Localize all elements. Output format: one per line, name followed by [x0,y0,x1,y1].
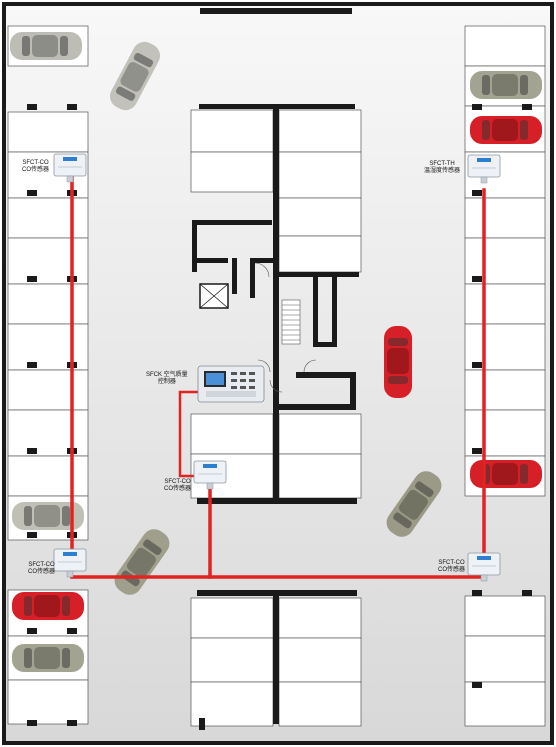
car-l1 [10,32,82,60]
label-co-center: SFCT-CO CO传感器 [164,479,191,493]
car-r3 [470,460,542,488]
label-co-left-top: SFCT-CO CO传感器 [22,160,49,174]
car-r2 [470,116,542,144]
device-model: SFCT-CO [28,562,55,568]
device-model: SFCT-CO [22,160,49,166]
device-type: CO传感器 [28,569,56,575]
device-type: 控制器 [157,379,176,385]
stairwell [281,299,301,345]
right-wheel-stops [472,104,532,688]
device-model: SFCT-CO [438,560,465,566]
device-type: CO传感器 [438,567,466,573]
label-controller: SFCK 空气质量 控制器 [146,372,188,386]
sensor-cables [70,176,486,579]
air-quality-controller [197,365,265,403]
device-model: SFCT-TH [429,161,455,167]
car-c1 [384,326,412,398]
device-model: SFCK 空气质量 [146,372,188,378]
device-type: CO传感器 [22,167,50,173]
central-core [190,104,362,730]
top-entrance-wall [200,8,352,14]
label-co-left-bottom: SFCT-CO CO传感器 [28,562,55,576]
label-th-right-top: SFCT-TH 温湿度传感器 [424,161,460,175]
device-model: SFCT-CO [164,479,191,485]
car-r1 [470,71,542,99]
controller-cable [178,390,200,478]
device-type: 温湿度传感器 [424,168,461,174]
car-l5 [12,592,84,620]
elevator-shaft [199,283,229,309]
car-l6 [12,644,84,672]
device-type: CO传感器 [164,486,192,492]
label-co-right-bottom: SFCT-CO CO传感器 [438,560,465,574]
